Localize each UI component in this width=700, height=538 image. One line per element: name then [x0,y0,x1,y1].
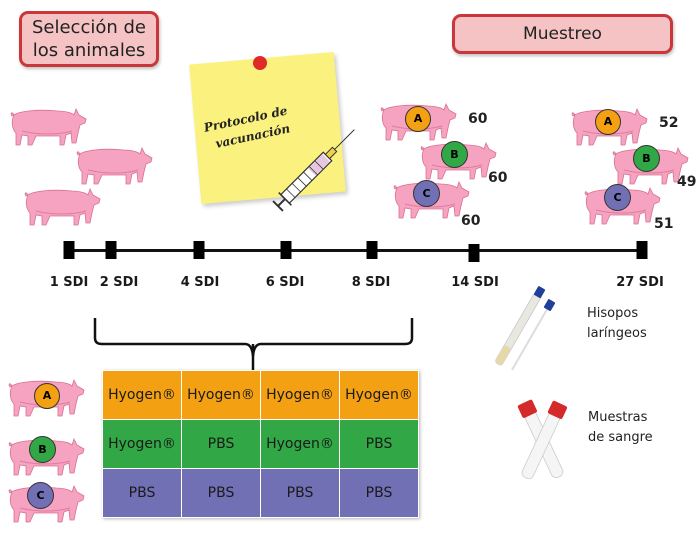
timeline-tick [366,241,378,259]
table-cell: Hyogen® [102,419,182,469]
group-badge-c: C [27,482,54,509]
timeline-label: 8 SDI [351,275,391,290]
timeline-label: 14 SDI [451,275,499,290]
group-badge-a: A [405,106,431,132]
timeline-tick [468,244,480,262]
timeline-label: 4 SDI [180,275,220,290]
pushpin-icon [253,56,267,70]
blood-label-line1: Muestras [588,410,648,425]
count-day27-b: 49 [677,174,697,190]
timeline-tick [105,241,117,259]
selection-header-line2: los animales [32,40,146,61]
blood-tube-icon [517,399,568,480]
table-cell: Hyogen® [181,370,261,420]
bracket [93,318,414,370]
pig-icon [22,183,102,227]
group-badge-a: A [34,383,60,409]
blood-label-line2: de sangre [588,430,653,445]
count-day8-a: 60 [468,111,488,127]
pig-icon [74,142,154,186]
syringe-icon [272,129,355,212]
count-day8-c: 60 [461,213,481,229]
count-day27-a: 52 [659,115,679,131]
group-badge-b: B [633,145,660,172]
group-badge-b: B [441,141,468,168]
table-cell: Hyogen® [260,370,340,420]
timeline-tick [63,241,75,259]
table-cell: PBS [339,468,419,518]
timeline-label: 1 SDI [49,275,89,290]
table-row: Hyogen® Hyogen® Hyogen® Hyogen® [102,370,419,420]
group-badge-c: C [604,184,631,211]
blood-label: Muestras de sangre [588,408,653,448]
swabs-label-line2: laríngeos [587,326,647,341]
table-cell: PBS [181,419,261,469]
table-cell: Hyogen® [339,370,419,420]
timeline-label: 6 SDI [265,275,305,290]
table-cell: Hyogen® [102,370,182,420]
timeline-label: 2 SDI [99,275,139,290]
timeline-tick [280,241,292,259]
group-badge-b: B [29,436,56,463]
count-day8-b: 60 [488,170,508,186]
count-day27-c: 51 [654,216,674,232]
selection-header-line1: Selección de [31,17,146,38]
table-cell: PBS [181,468,261,518]
table-cell: PBS [260,468,340,518]
swab-icon [495,286,556,371]
timeline-axis [66,249,647,252]
pig-icon [8,103,88,147]
group-badge-a: A [595,109,621,135]
table-row: Hyogen® PBS Hyogen® PBS [102,419,419,469]
swabs-label-line1: Hisopos [587,306,639,321]
group-badge-c: C [413,180,440,207]
table-cell: Hyogen® [260,419,340,469]
swabs-label: Hisopos laríngeos [587,304,647,344]
treatment-table: Hyogen® Hyogen® Hyogen® Hyogen® Hyogen® … [102,370,419,518]
selection-header: Selección de los animales [19,11,159,67]
table-cell: PBS [102,468,182,518]
table-cell: PBS [339,419,419,469]
timeline-label: 27 SDI [616,275,664,290]
timeline-tick [636,241,648,259]
sampling-header: Muestreo [452,14,673,54]
table-row: PBS PBS PBS PBS [102,468,419,518]
timeline-tick [193,241,205,259]
